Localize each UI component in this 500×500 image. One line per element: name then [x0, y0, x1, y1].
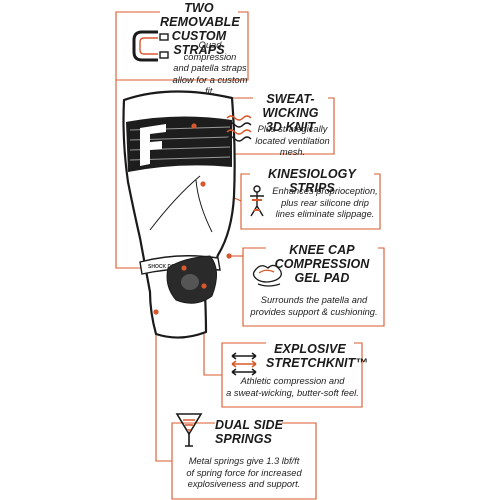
- knit-desc-line: Plus strategically: [257, 124, 328, 134]
- knit-desc: Plus strategically located ventilation m…: [255, 124, 330, 159]
- stretch-desc-line: a sweat-wicking, butter-soft feel.: [226, 387, 359, 398]
- kinesiology-desc-line: plus rear silicone drip: [281, 197, 369, 208]
- gelpad-title-line: COMPRESSION: [274, 257, 370, 271]
- springs-desc-line: explosiveness and support.: [187, 479, 301, 489]
- stretch-title-line: EXPLOSIVE: [274, 342, 346, 356]
- straps-desc-line: and patella straps: [173, 63, 247, 73]
- stretch-title-line: STRETCHKNIT™: [266, 356, 368, 370]
- wave-knit-icon: [226, 115, 252, 142]
- kinesiology-desc: Enhances proprioception, plus rear silic…: [272, 186, 378, 221]
- straps-title: TWO REMOVABLE CUSTOM STRAPS: [160, 1, 240, 57]
- knee-brace: SHOCK DOCTOR: [122, 90, 236, 339]
- kinesiology-desc-line: Enhances proprioception,: [272, 186, 378, 196]
- springs-leader: [155, 312, 172, 462]
- stretch-arrows-icon: [231, 352, 257, 376]
- straps-desc: Quad compression and patella straps allo…: [172, 40, 248, 98]
- springs-title-line: DUAL SIDE: [215, 418, 284, 432]
- anchor-dot: [226, 253, 232, 259]
- straps-title-line: TWO REMOVABLE: [160, 1, 240, 29]
- knit-desc-line: located ventilation mesh.: [255, 135, 330, 158]
- anchor-dot: [153, 309, 159, 315]
- gelpad-desc-line: Surrounds the patella and: [260, 295, 368, 305]
- straps-desc-line: allow for a custom fit.: [172, 74, 248, 97]
- gelpad-frame: [242, 247, 385, 327]
- stretch-desc-line: Athletic compression and: [240, 376, 345, 386]
- kinesiology-strip: [149, 175, 201, 231]
- gelpad-desc: Surrounds the patella and provides suppo…: [246, 295, 382, 318]
- gelpad-title-line: KNEE CAP: [289, 243, 355, 257]
- kinesiology-title: KINESIOLOGY STRIPS: [250, 167, 374, 195]
- patella-opening: [181, 274, 199, 290]
- springs-desc-line: Metal springs give 1.3 lbf/ft: [188, 456, 300, 466]
- anchor-dot: [201, 283, 207, 289]
- springs-title-line: SPRINGS: [215, 432, 272, 446]
- strap-icon: [132, 30, 169, 62]
- kinesiology-desc-line: lines eliminate slippage.: [275, 209, 375, 219]
- tape-figure-icon: [250, 185, 264, 217]
- anchor-dot: [181, 265, 187, 271]
- knit-title-line: 3D KNIT: [265, 120, 316, 134]
- straps-desc-line: Quad compression: [183, 40, 237, 62]
- knit-title-line: SWEAT-WICKING: [262, 92, 319, 120]
- springs-title: DUAL SIDE SPRINGS: [215, 418, 285, 446]
- knit-title: SWEAT-WICKING 3D KNIT: [253, 92, 328, 134]
- brand-logo: [140, 124, 166, 166]
- springs-frame: [171, 422, 317, 500]
- kinesiology-strip: [195, 179, 213, 233]
- springs-desc-line: of spring force for increased: [186, 467, 302, 478]
- stretch-frame: [221, 342, 363, 408]
- gel-pad-icon: [252, 264, 282, 287]
- kinesiology-frame: [240, 173, 381, 230]
- anchor-dot: [200, 181, 206, 187]
- stretch-desc: Athletic compression and a sweat-wicking…: [225, 376, 360, 399]
- anchor-dot: [191, 123, 197, 129]
- gelpad-desc-line: provides support & cushioning.: [250, 306, 378, 317]
- gelpad-title: KNEE CAP COMPRESSION GEL PAD: [266, 243, 378, 285]
- straps-title-line: CUSTOM STRAPS: [171, 29, 227, 57]
- kinesiology-title-line: KINESIOLOGY STRIPS: [268, 167, 356, 195]
- springs-desc: Metal springs give 1.3 lbf/ft of spring …: [174, 456, 314, 491]
- gelpad-title-line: GEL PAD: [294, 271, 350, 285]
- spring-icon: [175, 413, 203, 447]
- straps-frame: [115, 11, 249, 81]
- anchor-dots: [153, 123, 232, 315]
- stretch-title: EXPLOSIVE STRETCHKNIT™: [266, 342, 368, 370]
